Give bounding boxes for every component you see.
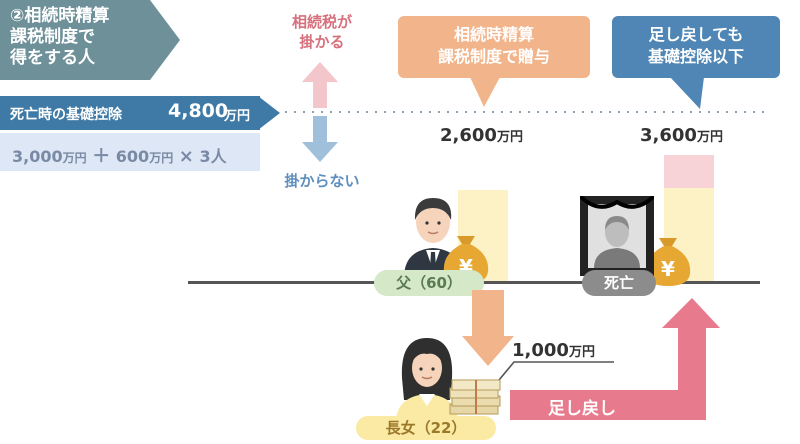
daughter-amount-leader-line: [493, 361, 614, 387]
gift-transfer-arrow-icon: [462, 290, 514, 366]
formula-per-heir: 600: [115, 147, 150, 166]
add-back-label: 足し戻し: [548, 399, 616, 419]
title-line-1: ②相続時精算: [10, 6, 110, 26]
deduction-threshold-line: [285, 111, 765, 113]
daughter-label: 長女（22）: [356, 416, 496, 440]
title-line-2: 課税制度で: [10, 27, 95, 47]
deduction-unit: 万円: [224, 109, 251, 124]
callout-gift-tail: [470, 77, 500, 107]
arrow-up-icon: [302, 62, 338, 108]
formula-base: 3,000: [12, 147, 63, 166]
formula-unit-1: 万円: [62, 151, 87, 165]
death-amount: 3,600万円: [640, 125, 723, 146]
memorial-portrait-icon: [580, 196, 654, 276]
tax-not-applied-label: 掛からない: [284, 172, 360, 190]
callout-return-tail: [670, 77, 704, 109]
add-back-arrow-icon: [510, 298, 720, 420]
formula-unit-2: 万円: [149, 151, 174, 165]
deduction-label: 死亡時の基礎控除: [10, 107, 122, 123]
formula-heir-count: 3人: [199, 147, 227, 166]
death-label: 死亡: [582, 270, 656, 296]
deduction-amount: 4,800: [168, 100, 229, 122]
cash-stack-icon: [449, 379, 501, 415]
daughter-avatar-icon: [396, 338, 458, 420]
section-title: ②相続時精算 課税制度で 得をする人: [0, 0, 180, 80]
daughter-amount: 1,000万円: [512, 340, 595, 361]
tax-applies-label: 相続税が 掛かる: [291, 13, 352, 51]
title-line-3: 得をする人: [10, 48, 95, 68]
deduction-formula: 3,000万円 ＋ 600万円 × 3人: [0, 133, 260, 171]
svg-text:¥: ¥: [661, 257, 675, 281]
deduction-pointer: [258, 96, 280, 130]
money-bag-icon: ¥: [645, 238, 691, 286]
callout-return: 足し戻しても 基礎控除以下: [612, 16, 780, 78]
arrow-down-icon: [302, 116, 338, 162]
death-added-back-bar: [664, 155, 714, 188]
basic-deduction-banner: 死亡時の基礎控除 4,800 万円: [0, 96, 260, 130]
gift-amount: 2,600万円: [440, 125, 523, 146]
formula-times: ×: [178, 146, 194, 167]
callout-gift: 相続時精算 課税制度で贈与: [398, 16, 590, 78]
formula-plus: ＋: [92, 146, 111, 167]
father-label: 父（60）: [374, 270, 484, 296]
